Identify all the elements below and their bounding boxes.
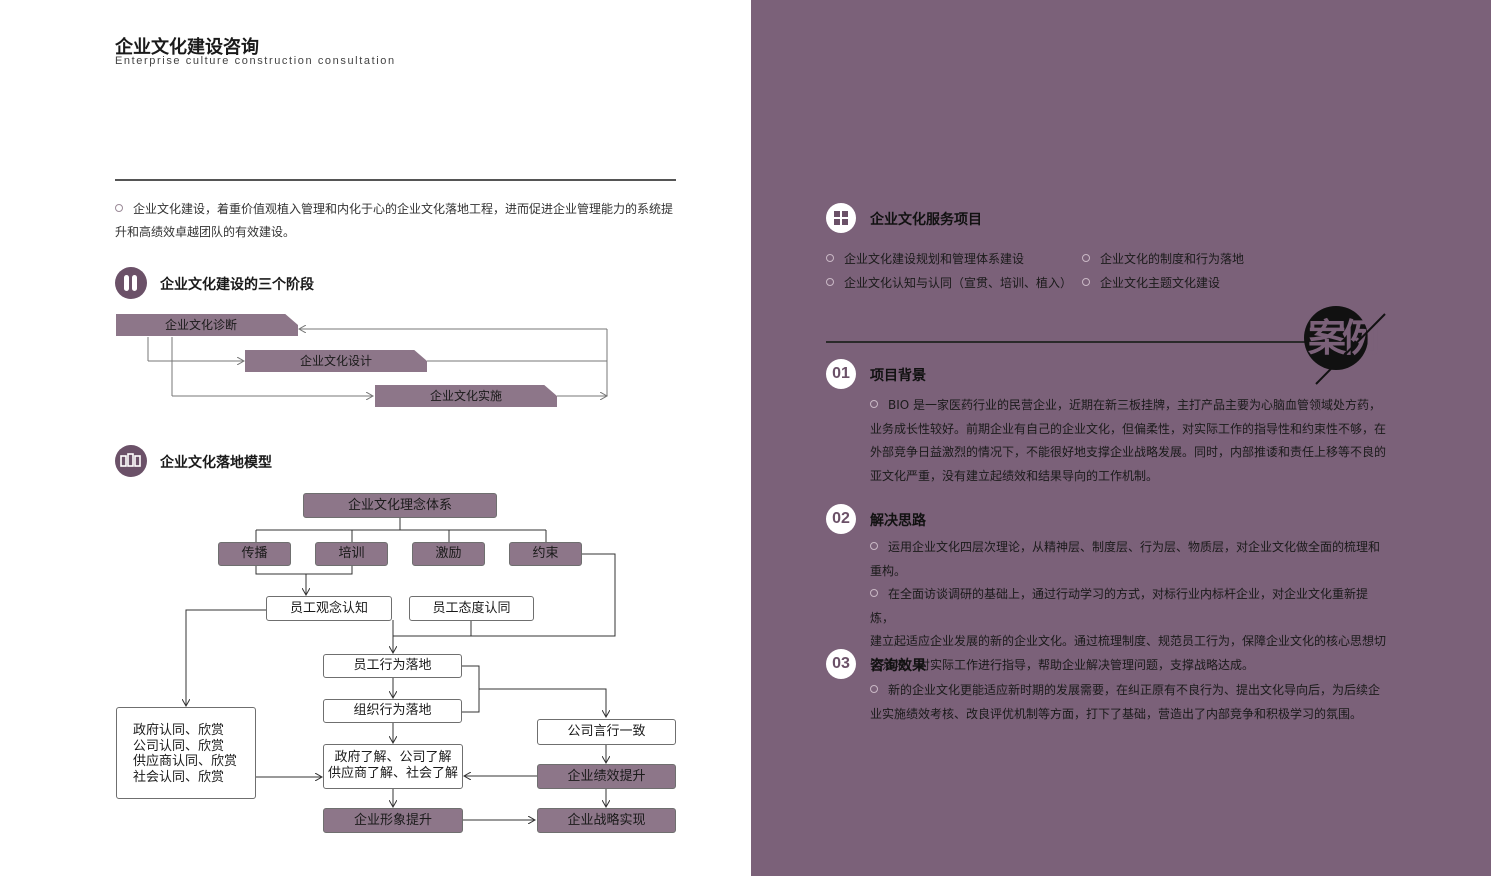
services-title: 企业文化服务项目 (870, 212, 982, 228)
understanding-box: 政府了解、公司了解 供应商了解、社会了解 (323, 744, 463, 789)
bullet-icon (115, 203, 123, 212)
service-item: 企业文化的制度和行为落地 (1082, 250, 1244, 267)
recognition-line: 政府认同、欣赏 (133, 723, 225, 738)
service-item: 企业文化主题文化建设 (1082, 274, 1220, 291)
performance-box: 企业绩效提升 (537, 764, 676, 789)
service-item-label: 企业文化的制度和行为落地 (1100, 252, 1245, 266)
bullet-icon (870, 684, 878, 693)
paragraph-line: 实落地，对实际工作进行指导，帮助企业解决管理问题，支撑战略达成。 (870, 657, 1255, 672)
stage-flow-lines (147, 0, 616, 876)
case-stamp (1304, 306, 1368, 370)
culture-concept-box: 企业文化理念体系 (303, 493, 497, 518)
employee-attitude-box: 员工态度认同 (409, 596, 534, 621)
intro-paragraph: 企业文化建设，着重价值观植入管理和内化于心的企业文化落地工程，进而促进企业管理能… (115, 198, 680, 244)
understanding-line: 供应商了解、社会了解 (327, 766, 458, 781)
section-paragraph: 新的企业文化更能适应新时期的发展需要，在纠正原有不良行为、提出文化导向后，为后续… (870, 679, 1390, 726)
stage-box-diagnosis: 企业文化诊断 (116, 314, 298, 336)
lever-incentive: 激励 (412, 542, 485, 566)
page-subtitle: Enterprise culture construction consulta… (115, 55, 396, 67)
bullet-icon (1082, 253, 1090, 262)
page-title: 企业文化建设咨询 (115, 37, 259, 58)
image-box: 企业形象提升 (323, 808, 463, 833)
model-icon (115, 445, 147, 477)
divider (826, 341, 1326, 343)
section-number-badge: 02 (826, 504, 856, 534)
recognition-line: 公司认同、欣赏 (133, 738, 225, 754)
model-title: 企业文化落地模型 (160, 455, 272, 471)
stages-title: 企业文化建设的三个阶段 (160, 277, 314, 293)
bullet-icon (870, 588, 878, 597)
service-item-label: 企业文化建设规划和管理体系建设 (844, 252, 1025, 266)
consistency-box: 公司言行一致 (537, 719, 676, 745)
service-item: 企业文化建设规划和管理体系建设 (826, 250, 1024, 267)
employee-behavior-box: 员工行为落地 (323, 654, 462, 678)
bullet-icon (826, 253, 834, 262)
employee-cognition-box: 员工观念认知 (266, 596, 392, 621)
section-paragraph: 运用企业文化四层次理论，从精神层、制度层、行为层、物质层，对企业文化做全面的梳理… (870, 536, 1390, 677)
recognition-line: 社会认同、欣赏 (133, 769, 225, 785)
recognition-box: 政府认同、欣赏 公司认同、欣赏 供应商认同、欣赏 社会认同、欣赏 (116, 707, 256, 799)
divider (115, 179, 676, 181)
paragraph-line: 业实施绩效考核、改良评优机制等方面，打下了基础，营造出了内部竞争和积极学习的氛围… (870, 706, 1363, 721)
lever-constraint: 约束 (509, 542, 582, 566)
bullet-icon (826, 277, 834, 286)
org-behavior-box: 组织行为落地 (323, 699, 462, 723)
paragraph-line: 新的企业文化更能适应新时期的发展需要，在纠正原有不良行为、提出文化导向后，为后续… (888, 683, 1381, 697)
stage-label-design: 企业文化设计 (299, 354, 372, 368)
stages-icon (115, 267, 147, 299)
lever-spread: 传播 (218, 542, 291, 566)
bullet-icon (870, 399, 878, 408)
strategy-box: 企业战略实现 (537, 808, 676, 833)
section-title: 解决思路 (870, 513, 926, 529)
right-page (751, 0, 1491, 876)
paragraph-line: 亚文化严重，没有建立起绩效和结果导向的工作机制。 (870, 468, 1159, 483)
section-number-badge: 01 (826, 359, 856, 389)
service-item-label: 企业文化认知与认同（宣贯、培训、植入） (844, 276, 1073, 290)
services-icon (826, 203, 856, 233)
section-paragraph: BIO 是一家医药行业的民营企业，近期在新三板挂牌，主打产品主要为心脑血管领域处… (870, 394, 1390, 488)
intro-line-1: 企业文化建设，着重价值观植入管理和内化于心的企业文化落地工程，进而促进企业管理能… (133, 202, 674, 216)
service-item: 企业文化认知与认同（宣贯、培训、植入） (826, 274, 1072, 291)
section-number-badge: 03 (826, 649, 856, 679)
stage-box-design: 企业文化设计 (245, 350, 427, 372)
case-stamp-text: 案例 (1308, 316, 1380, 360)
lever-training: 培训 (315, 542, 388, 566)
bullet-icon (1082, 277, 1090, 286)
paragraph-line: 运用企业文化四层次理论，从精神层、制度层、行为层、物质层，对企业文化做全面的梳理… (870, 540, 1381, 578)
paragraph-line: 建立起适应企业发展的新的企业文化。通过梳理制度、规范员工行为，保障企业文化的核心… (870, 634, 1387, 648)
stage-box-implement: 企业文化实施 (375, 385, 557, 407)
recognition-line: 供应商认同、欣赏 (133, 754, 238, 769)
bullet-icon (870, 541, 878, 550)
understanding-line: 政府了解、公司了解 (334, 750, 452, 765)
stage-label-diagnosis: 企业文化诊断 (164, 318, 237, 332)
paragraph-line: 外部竞争日益激烈的情况下，不能很好地支撑企业战略发展。同时，内部推诿和责任上移等… (870, 445, 1387, 459)
stage-label-implement: 企业文化实施 (429, 389, 502, 403)
intro-line-2: 升和高绩效卓越团队的有效建设。 (115, 225, 296, 239)
service-item-label: 企业文化主题文化建设 (1100, 276, 1221, 290)
section-title: 项目背景 (870, 368, 926, 384)
paragraph-line: 业务成长性较好。前期企业有自己的企业文化，但偏柔性，对实际工作的指导性和约束性不… (870, 421, 1387, 436)
paragraph-line: 在全面访谈调研的基础上，通过行动学习的方式，对标行业内标杆企业，对企业文化重新提… (870, 587, 1369, 625)
section-title: 咨询效果 (870, 658, 926, 674)
paragraph-line: BIO 是一家医药行业的民营企业，近期在新三板挂牌，主打产品主要为心脑血管领域处… (888, 398, 1382, 412)
